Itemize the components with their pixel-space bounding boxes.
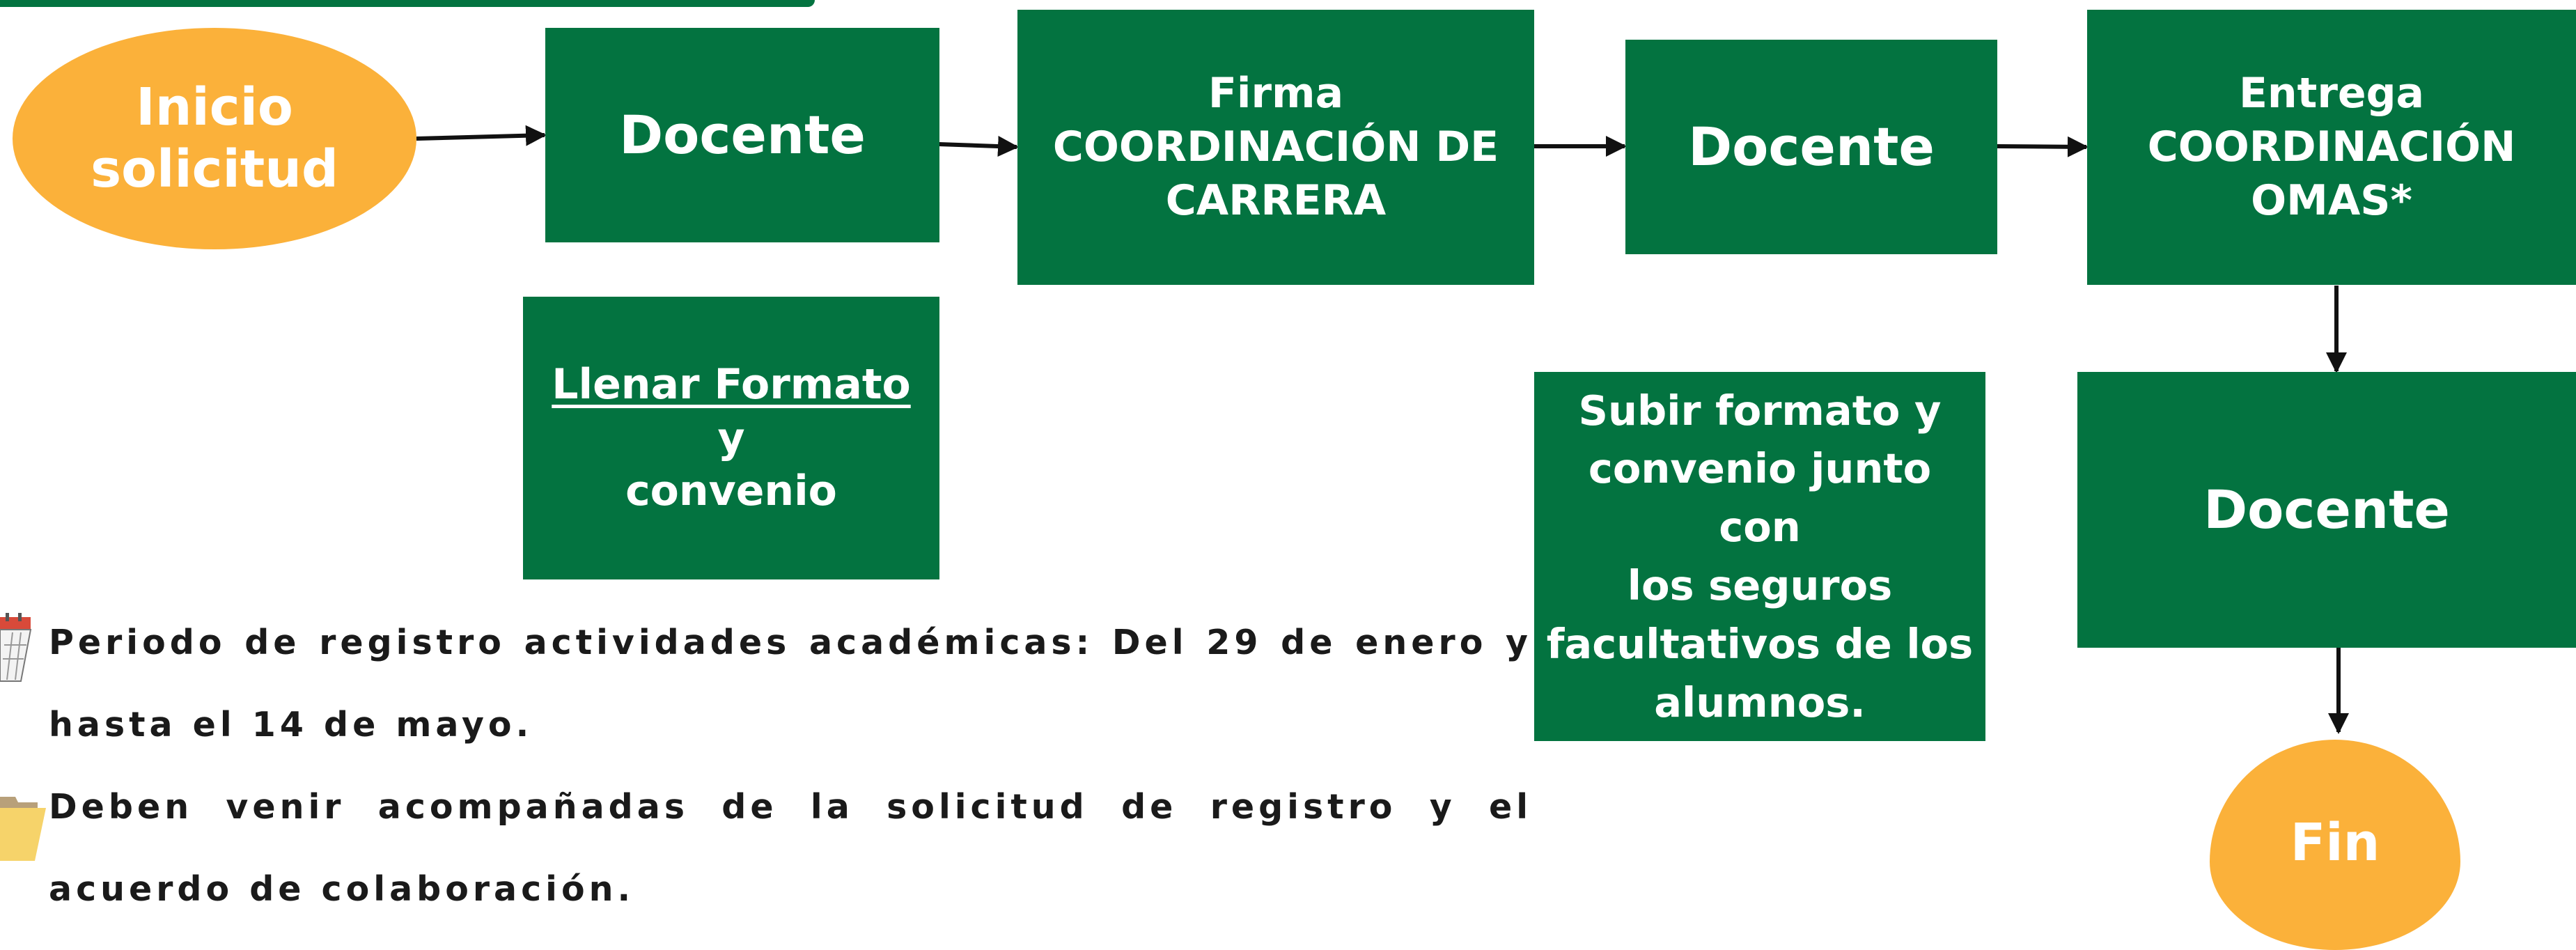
note-accompanying-documents: Deben venir acompañadas de la solicitud … <box>49 787 1532 909</box>
end-oval: Fin <box>2210 740 2460 950</box>
top-accent-bar <box>0 0 815 7</box>
llenar-line2: convenio <box>625 467 837 516</box>
arrow-start-to-docente <box>416 125 547 146</box>
subir-line3: los seguros <box>1627 561 1893 609</box>
firma-line3: CARRERA <box>1165 176 1387 225</box>
start-label-line2: solicitud <box>91 139 338 199</box>
docente-box-3: Docente <box>2077 372 2576 648</box>
firma-line2: COORDINACIÓN DE <box>1052 123 1499 172</box>
firma-line1: Firma <box>1208 69 1344 118</box>
subir-box: Subir formato y convenio junto con los s… <box>1534 372 1985 741</box>
docente-box-3-label: Docente <box>2203 478 2450 541</box>
entrega-box: Entrega COORDINACIÓN OMAS* <box>2087 10 2576 285</box>
llenar-suffix: y <box>717 413 745 462</box>
docente-box-2: Docente <box>1625 40 1997 254</box>
docente-box-1: Docente <box>545 28 939 242</box>
entrega-line2: COORDINACIÓN <box>2147 123 2516 172</box>
entrega-line1: Entrega <box>2238 69 2425 118</box>
llenar-formato-link[interactable]: Llenar Formato <box>552 359 911 409</box>
docente-box-2-label: Docente <box>1688 116 1935 178</box>
folder-icon <box>0 797 46 861</box>
calendar-icon <box>0 613 32 682</box>
note-registration-period: Periodo de registro actividades académic… <box>49 623 1532 745</box>
firma-box: Firma COORDINACIÓN DE CARRERA <box>1017 10 1534 285</box>
start-oval: Inicio solicitud <box>13 28 416 249</box>
subir-line5: alumnos. <box>1654 678 1866 726</box>
subir-line2: convenio junto con <box>1588 444 1932 552</box>
subir-line1: Subir formato y <box>1578 386 1942 435</box>
subir-line4: facultativos de los <box>1546 619 1974 668</box>
entrega-line3: OMAS* <box>2251 176 2412 225</box>
start-label-line1: Inicio <box>136 77 293 138</box>
docente-box-1-label: Docente <box>619 104 866 166</box>
end-label: Fin <box>2290 812 2380 873</box>
llenar-box: Llenar Formato y convenio <box>523 297 939 579</box>
arrow-docente-to-entrega <box>1997 136 2089 157</box>
arrow-docente-to-firma <box>938 136 1019 157</box>
